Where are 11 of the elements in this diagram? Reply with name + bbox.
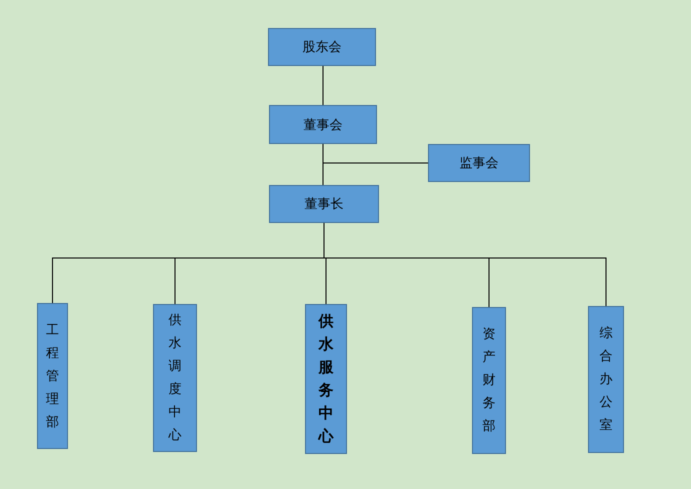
org-box: 股东会: [268, 28, 376, 66]
department-box: 工程管理部: [37, 303, 68, 449]
department-box: 资产财务部: [472, 307, 506, 454]
department-box: 供水调度中心: [153, 304, 197, 452]
department-box: 综合办公室: [588, 306, 624, 453]
org-box: 董事会: [269, 105, 377, 144]
org-box: 董事长: [269, 185, 379, 223]
org-box: 监事会: [428, 144, 530, 182]
department-box: 供水服务中心: [305, 304, 347, 454]
connector-line: [322, 144, 428, 164]
connector-line: [322, 66, 324, 106]
